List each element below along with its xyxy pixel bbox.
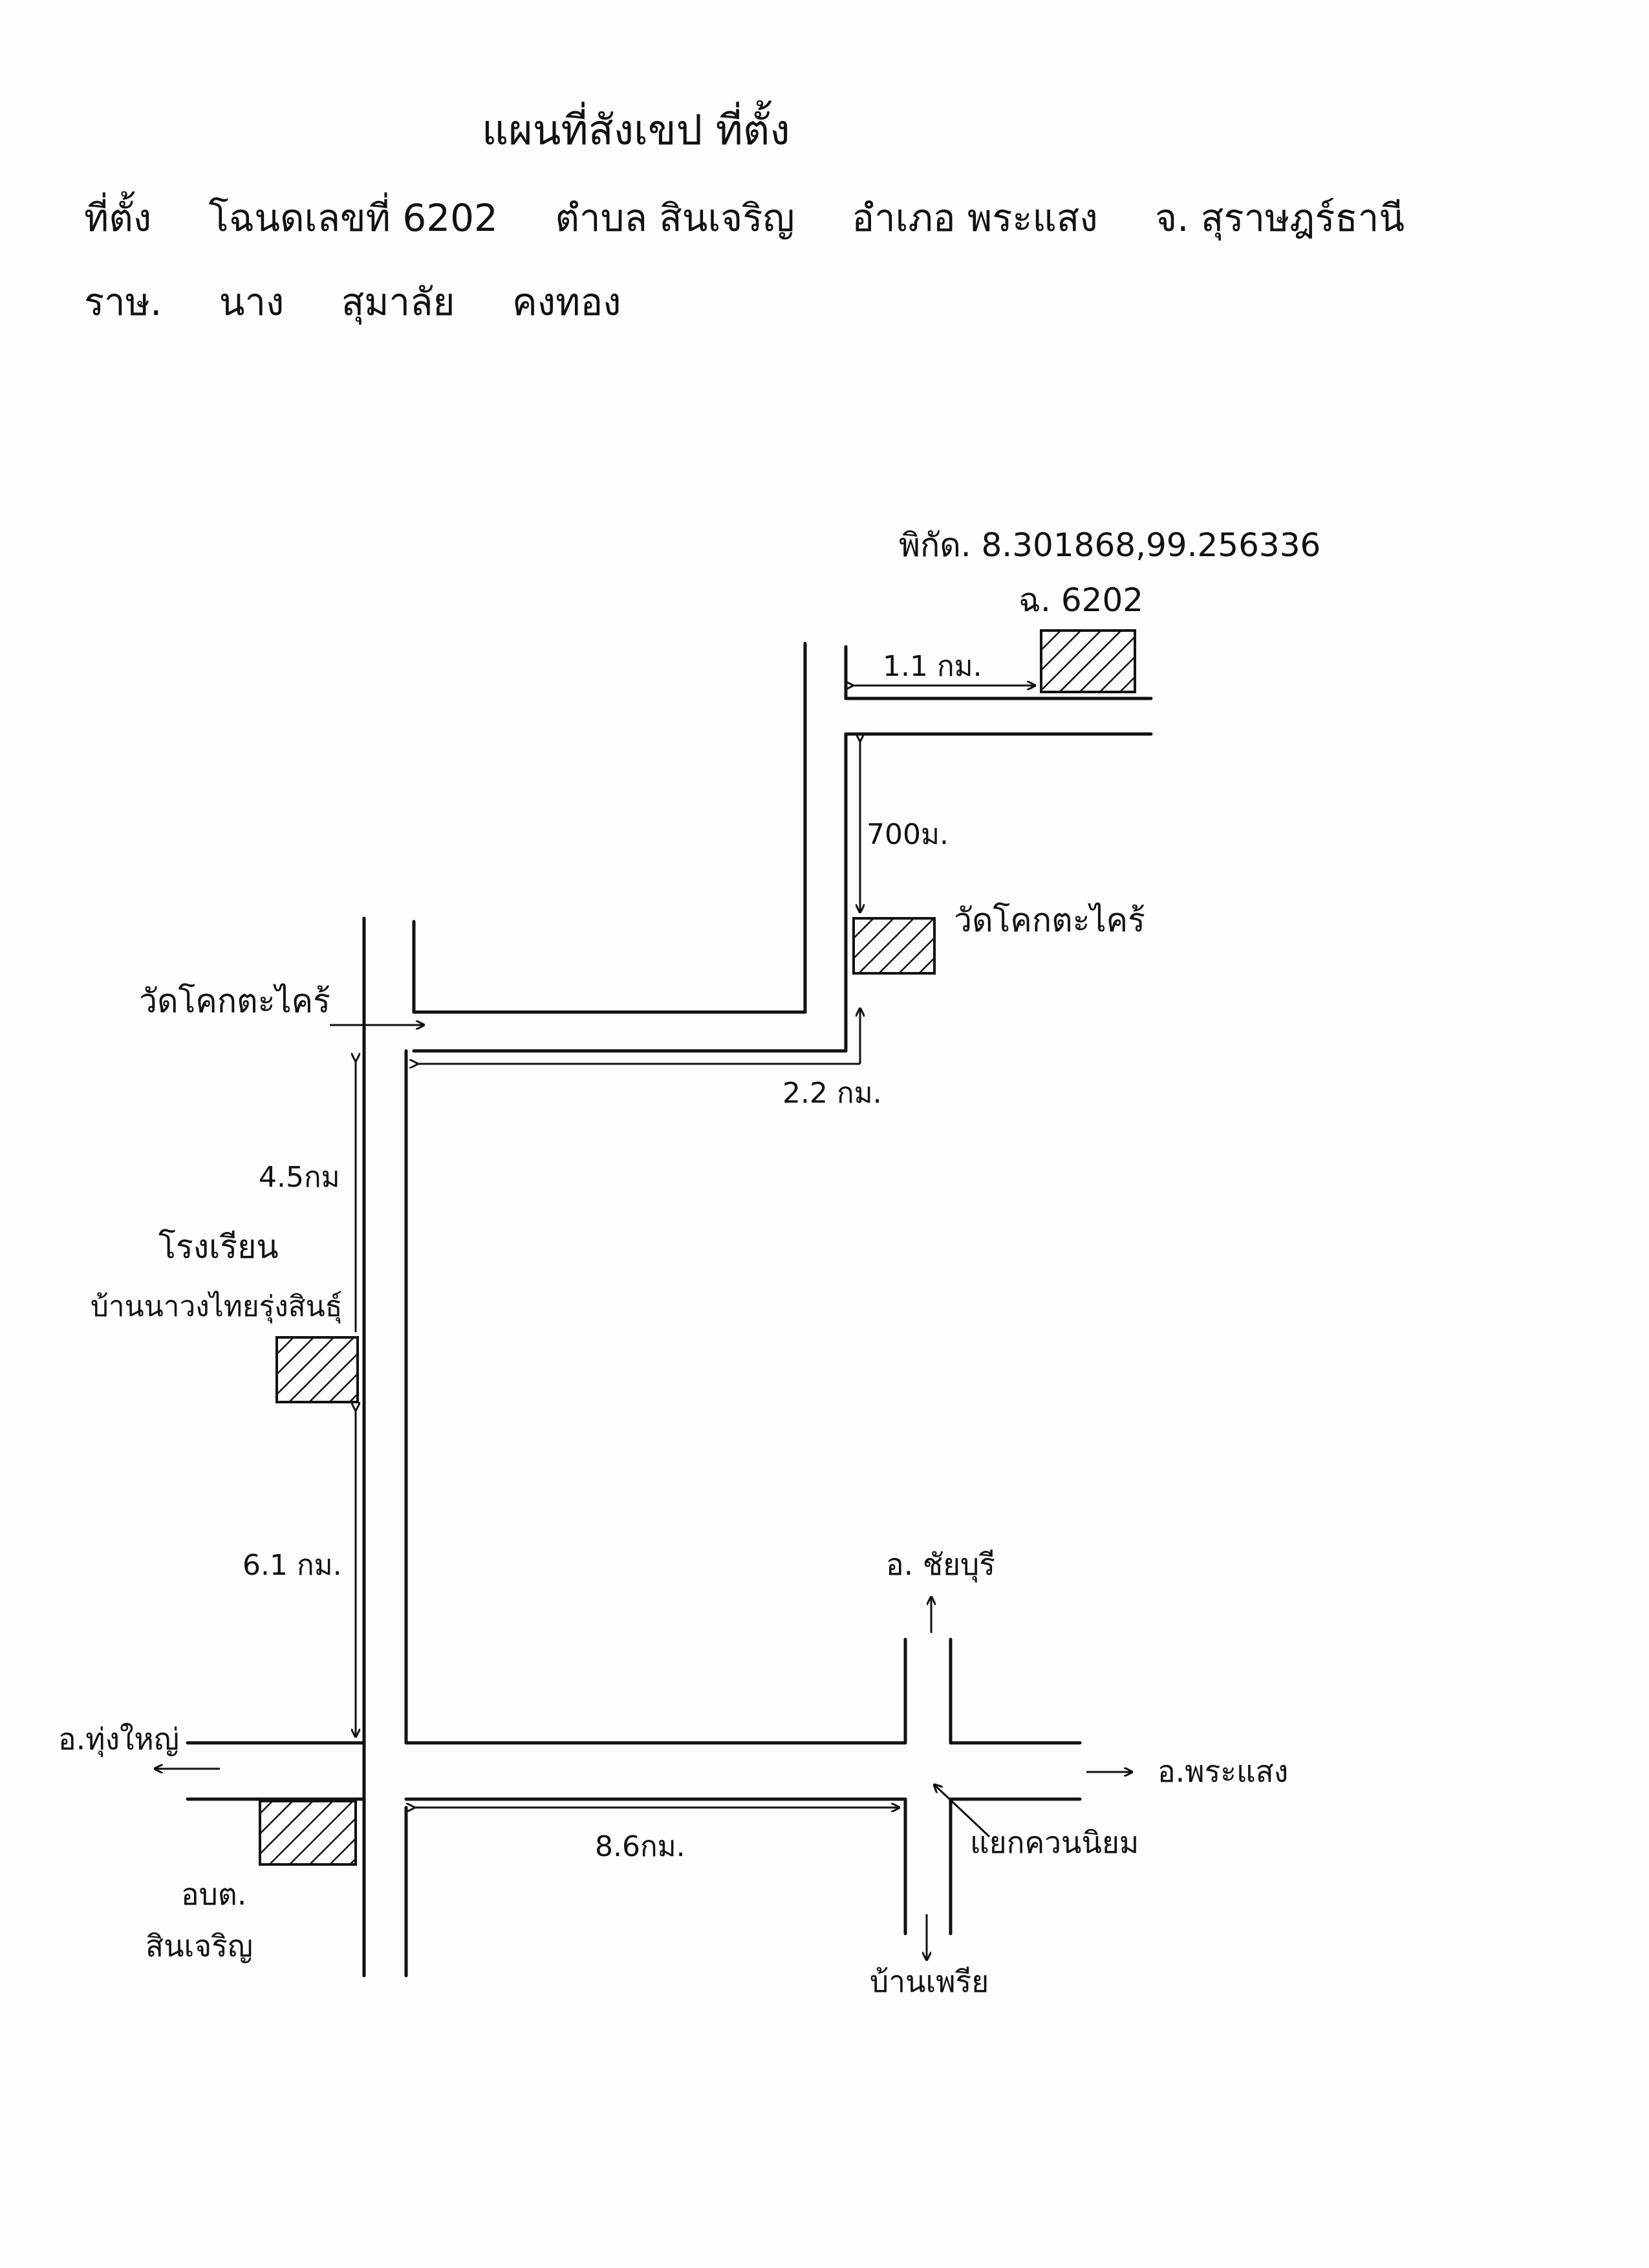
province: จ. สุราษฎร์ธานี bbox=[1155, 196, 1405, 240]
location-label: ที่ตั้ง bbox=[84, 196, 152, 240]
owner-prefix: ราษ. bbox=[84, 280, 162, 324]
sao-label-line2: สินเจริญ bbox=[146, 1928, 253, 1963]
coordinates-label: พิกัด. 8.301868,99.256336 bbox=[899, 526, 1320, 564]
district: อำเภอ พระแสง bbox=[852, 196, 1098, 240]
distance-school-to-junction: 4.5กม bbox=[259, 1161, 340, 1194]
arrow-junction-pointer bbox=[934, 1785, 991, 1838]
roads bbox=[186, 642, 1153, 1978]
location-line: ที่ตั้ง โฉนดเลขที่ 6202 ตำบล สินเจริญ อำ… bbox=[84, 188, 1450, 248]
school-label-line1: โรงเรียน bbox=[158, 1228, 279, 1266]
school-label-line2: บ้านนาวงไทยรุ่งสินธุ์ bbox=[91, 1290, 343, 1324]
temple-right-label: วัดโคกตะไคร้ bbox=[954, 902, 1145, 939]
school-marker bbox=[275, 1336, 359, 1403]
owner-title: นาง bbox=[219, 280, 285, 324]
distance-junction-to-temple: 2.2 กม. bbox=[782, 1077, 882, 1110]
temple-marker bbox=[852, 917, 936, 975]
distance-sao-to-intersection: 8.6กม. bbox=[595, 1830, 685, 1863]
direction-east: อ.พระแสง bbox=[1158, 1754, 1288, 1789]
map-title: แผนที่สังเขป ที่ตั้ง bbox=[482, 107, 790, 155]
distance-to-plot: 1.1 กม. bbox=[883, 650, 982, 683]
sao-marker bbox=[259, 1800, 357, 1866]
junction-label: แยกควนนิยม bbox=[970, 1825, 1139, 1860]
distance-crossroad-to-school: 6.1 กม. bbox=[242, 1549, 342, 1582]
plot-label: ฉ. 6202 bbox=[1018, 581, 1143, 619]
subdistrict: ตำบล สินเจริญ bbox=[555, 196, 795, 240]
distance-arrows bbox=[155, 686, 1132, 1960]
direction-south: บ้านเพรีย bbox=[870, 1964, 989, 1999]
deed-number: โฉนดเลขที่ 6202 bbox=[208, 196, 498, 240]
direction-north: อ. ชัยบุรี bbox=[886, 1547, 995, 1583]
temple-left-label: วัดโคกตะไคร้ bbox=[139, 982, 330, 1020]
sao-label-line1: อบต. bbox=[181, 1877, 246, 1912]
map-labels: พิกัด. 8.301868,99.256336 ฉ. 6202 1.1 กม… bbox=[58, 526, 1320, 1999]
owner-first-name: สุมาลัย bbox=[341, 280, 455, 324]
direction-west: อ.ทุ่งใหญ่ bbox=[58, 1722, 179, 1758]
buildings bbox=[259, 629, 1136, 1866]
plot-6202-marker bbox=[1040, 629, 1136, 693]
distance-temple-to-plot: 700ม. bbox=[867, 818, 949, 851]
owner-line: ราษ. นาง สุมาลัย คงทอง bbox=[84, 272, 667, 332]
owner-last-name: คงทอง bbox=[512, 280, 621, 324]
